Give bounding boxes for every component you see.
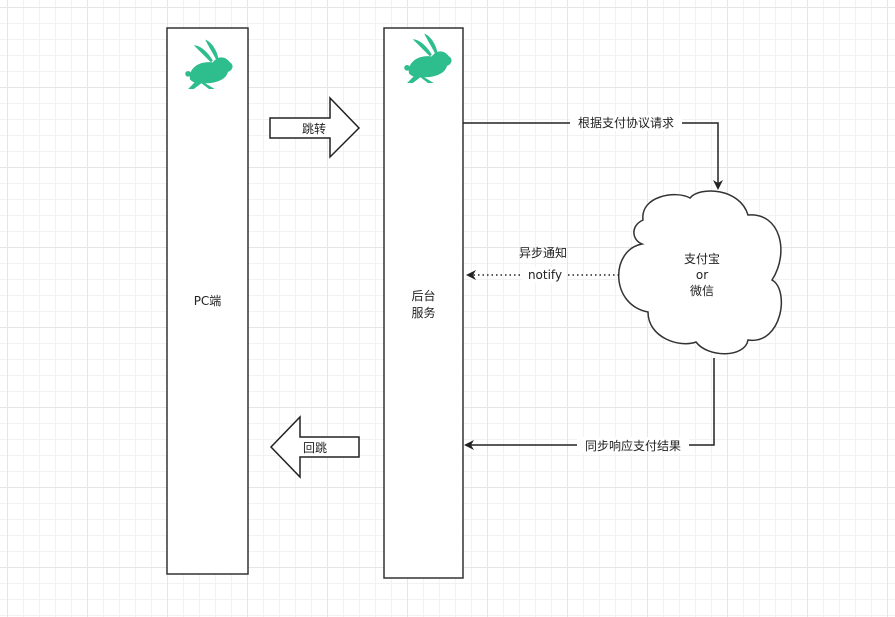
async-notify-edge: 异步通知 notify [466, 246, 619, 283]
backend-label-line2: 服务 [411, 305, 435, 320]
cloud-label-line3: 微信 [690, 284, 714, 298]
cloud-label-line2: or [696, 268, 708, 282]
jump-label: 跳转 [302, 121, 326, 136]
back-jump-block-arrow: 回跳 [269, 415, 360, 479]
backend-service-node: 后台 服务 [383, 27, 464, 579]
request-edge: 根据支付协议请求 [463, 115, 723, 190]
jump-block-arrow: 跳转 [269, 96, 361, 159]
backend-label-line1: 后台 [411, 288, 435, 303]
payment-provider-cloud: 支付宝 or 微信 [618, 190, 783, 355]
async-notify-sublabel: notify [528, 268, 562, 282]
pc-client-label: PC端 [194, 294, 222, 308]
sync-response-label: 同步响应支付结果 [585, 438, 681, 453]
async-notify-label: 异步通知 [519, 246, 567, 260]
sync-response-edge: 同步响应支付结果 [464, 358, 715, 453]
cloud-label-line1: 支付宝 [684, 252, 720, 266]
request-edge-label: 根据支付协议请求 [578, 115, 674, 130]
pc-client-node: PC端 [166, 27, 249, 575]
back-jump-label: 回跳 [303, 441, 327, 455]
